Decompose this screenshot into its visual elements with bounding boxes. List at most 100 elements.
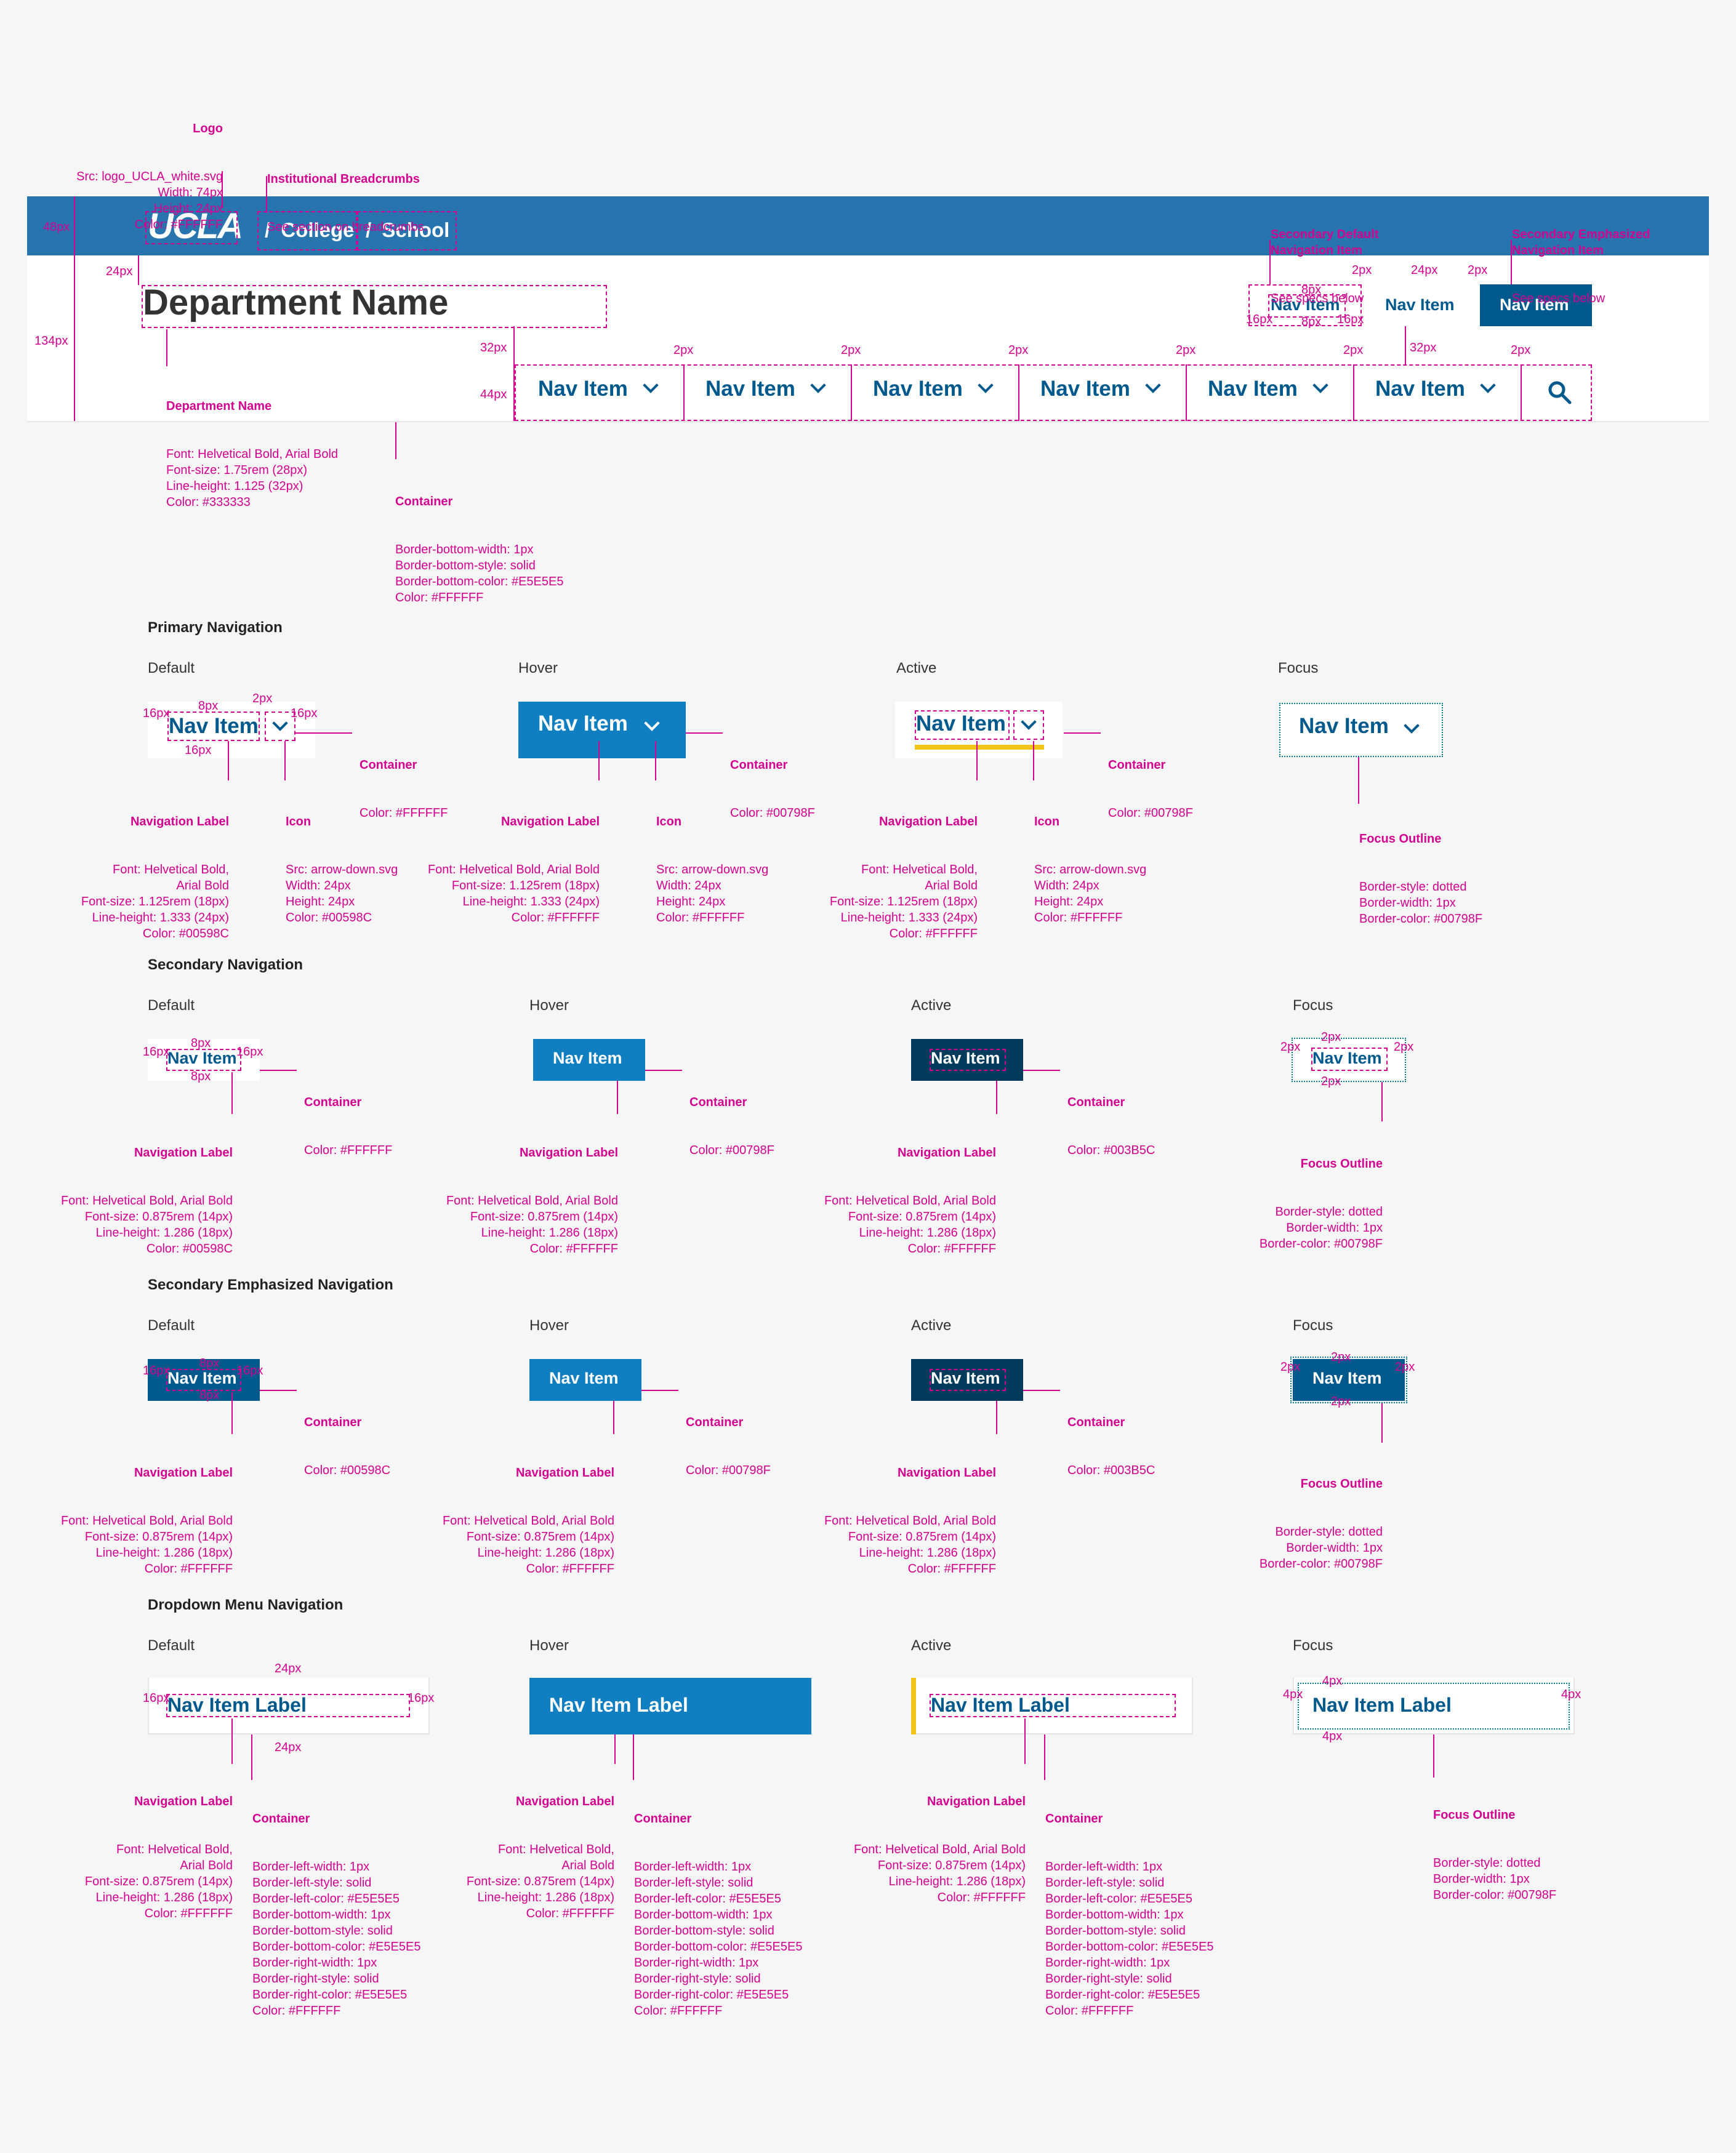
measure-line — [138, 255, 139, 285]
state-focus: Focus — [1293, 1317, 1333, 1334]
annot-title: Logo — [193, 122, 223, 135]
leader-line — [231, 1718, 233, 1764]
annot-body: Font: Helvetical Bold, Arial Bold Font-s… — [446, 1194, 618, 1256]
dropdown-focus-item[interactable] — [1293, 1678, 1575, 1734]
secondary-hover-item[interactable] — [533, 1039, 645, 1081]
annot-title: Container — [360, 758, 417, 772]
annot-body: Color: #003B5C — [1067, 1144, 1155, 1157]
measure: 16px — [185, 744, 212, 757]
annot-dd-active-container: Container Border-left-width: 1px Border-… — [1045, 1779, 1213, 2035]
annot-sec-default: Secondary Default Navigation Item See sp… — [1271, 194, 1379, 323]
measure-32a: 32px — [480, 341, 507, 355]
annot-title: Focus Outline — [1359, 832, 1442, 846]
state-hover: Hover — [529, 1637, 569, 1654]
annot-title: Navigation Label — [897, 1146, 996, 1160]
header-secondary-item-1[interactable]: Nav Item — [1271, 295, 1340, 314]
state-active: Active — [911, 1637, 952, 1654]
annot-body: Color: #00798F — [730, 806, 815, 820]
annot-body: Font: Helvetical Bold, Arial Bold Font-s… — [84, 1843, 233, 1920]
primary-nav-item-4[interactable]: Nav Item — [1040, 377, 1161, 401]
breadcrumb-college[interactable]: College — [281, 219, 355, 241]
primary-nav-item-2[interactable]: Nav Item — [705, 377, 826, 401]
primary-hover-item[interactable] — [518, 702, 686, 758]
primary-focus-item[interactable] — [1279, 703, 1443, 757]
annot-primary-default-icon: Icon Src: arrow-down.svg Width: 24px Hei… — [286, 782, 398, 942]
measure-16a: 16px — [1246, 313, 1273, 326]
annot-body: Src: arrow-down.svg Width: 24px Height: … — [286, 863, 398, 924]
section-title-secondary: Secondary Navigation — [148, 956, 303, 973]
annot-primary-default-container: Container Color: #FFFFFF — [360, 725, 448, 837]
annot-body: Color: #00798F — [689, 1144, 774, 1157]
leader-line — [266, 176, 267, 213]
annot-primary-hover-container: Container Color: #00798F — [730, 725, 815, 837]
state-active: Active — [911, 997, 952, 1014]
secondary-focus-label: Nav Item — [1312, 1049, 1382, 1067]
leader-line — [614, 1734, 616, 1764]
annot-primary-hover-label: Navigation Label Font: Helvetical Bold, … — [369, 782, 600, 942]
state-hover: Hover — [529, 997, 569, 1014]
annot-body: Color: #003B5C — [1067, 1464, 1155, 1477]
annot-title: Department Name — [166, 399, 272, 413]
chevron-down-icon — [1144, 377, 1161, 393]
measure-2: 2px — [841, 343, 861, 357]
annot-emph-hover-label: Navigation Label Font: Helvetical Bold, … — [396, 1433, 614, 1593]
measure-2b: 2px — [1468, 263, 1488, 277]
primary-nav-label: Nav Item — [705, 377, 795, 401]
focus-outline — [1298, 1683, 1570, 1730]
annot-title: Container — [395, 495, 453, 508]
annot-title: Navigation Label — [500, 815, 600, 828]
dropdown-focus-label: Nav Item Label — [1312, 1694, 1452, 1716]
chevron-down-icon — [642, 377, 659, 393]
leader-line — [613, 1401, 614, 1434]
leader-line — [1381, 1403, 1383, 1443]
primary-nav-bounds — [515, 364, 1592, 421]
header-secondary-item-1-container — [1248, 284, 1362, 326]
measure: 16px — [143, 1364, 170, 1377]
annot-container: Container Border-bottom-width: 1px Borde… — [395, 462, 563, 622]
measure: 2px — [1331, 1350, 1351, 1364]
emph-hover-item[interactable] — [529, 1359, 641, 1401]
state-focus: Focus — [1278, 660, 1319, 676]
leader-line — [260, 1070, 297, 1071]
annot-breadcrumbs: Institutional Breadcrumbs See section on… — [267, 139, 427, 251]
annot-body: Font: Helvetical Bold, Arial Bold Font-s… — [166, 447, 339, 509]
annot-title: Container — [1067, 1096, 1125, 1109]
leader-line — [284, 741, 286, 780]
annot-body: Border-style: dotted Border-width: 1px B… — [1433, 1856, 1557, 1902]
header-secondary-item-2[interactable]: Nav Item — [1385, 295, 1455, 314]
leader-line — [641, 1390, 678, 1391]
measure-line — [1405, 326, 1406, 364]
dropdown-hover-item[interactable] — [529, 1678, 811, 1734]
search-icon[interactable] — [1546, 379, 1573, 406]
measure-2a: 2px — [1352, 263, 1372, 277]
measure-2: 2px — [673, 343, 694, 357]
primary-nav-label: Nav Item — [538, 377, 628, 401]
primary-nav-item-1[interactable]: Nav Item — [538, 377, 659, 401]
annot-primary-active-label: Navigation Label Font: Helvetical Bold, … — [788, 782, 978, 958]
dropdown-default-item[interactable] — [148, 1678, 430, 1734]
measure: 24px — [275, 1662, 302, 1675]
divider — [1018, 364, 1019, 421]
dropdown-active-item[interactable] — [911, 1678, 1193, 1734]
label-bounds — [166, 1369, 241, 1391]
leader-line — [1024, 1718, 1026, 1764]
measure-2: 2px — [1008, 343, 1029, 357]
primary-nav-item-6[interactable]: Nav Item — [1375, 377, 1496, 401]
primary-nav-item-3[interactable]: Nav Item — [873, 377, 994, 401]
breadcrumb-school[interactable]: School — [382, 219, 450, 241]
annot-body: Border-style: dotted Border-width: 1px B… — [1259, 1205, 1383, 1251]
emph-focus-item[interactable] — [1293, 1359, 1405, 1401]
primary-default-item[interactable] — [148, 702, 315, 758]
measure-8b: 8px — [1301, 315, 1322, 329]
primary-nav-label: Nav Item — [1375, 377, 1465, 401]
primary-nav-item-5[interactable]: Nav Item — [1208, 377, 1328, 401]
leader-line — [655, 741, 656, 780]
breadcrumb-sep: / — [366, 219, 372, 241]
section-title-primary: Primary Navigation — [148, 619, 283, 636]
annot-sec-hover-label: Navigation Label Font: Helvetical Bold, … — [400, 1113, 618, 1273]
leader-line — [260, 1390, 297, 1391]
leader-line — [645, 1070, 682, 1071]
header-emphasized-item[interactable] — [1480, 284, 1592, 326]
department-name-bounds — [142, 285, 607, 328]
annot-title: Container — [689, 1096, 747, 1109]
